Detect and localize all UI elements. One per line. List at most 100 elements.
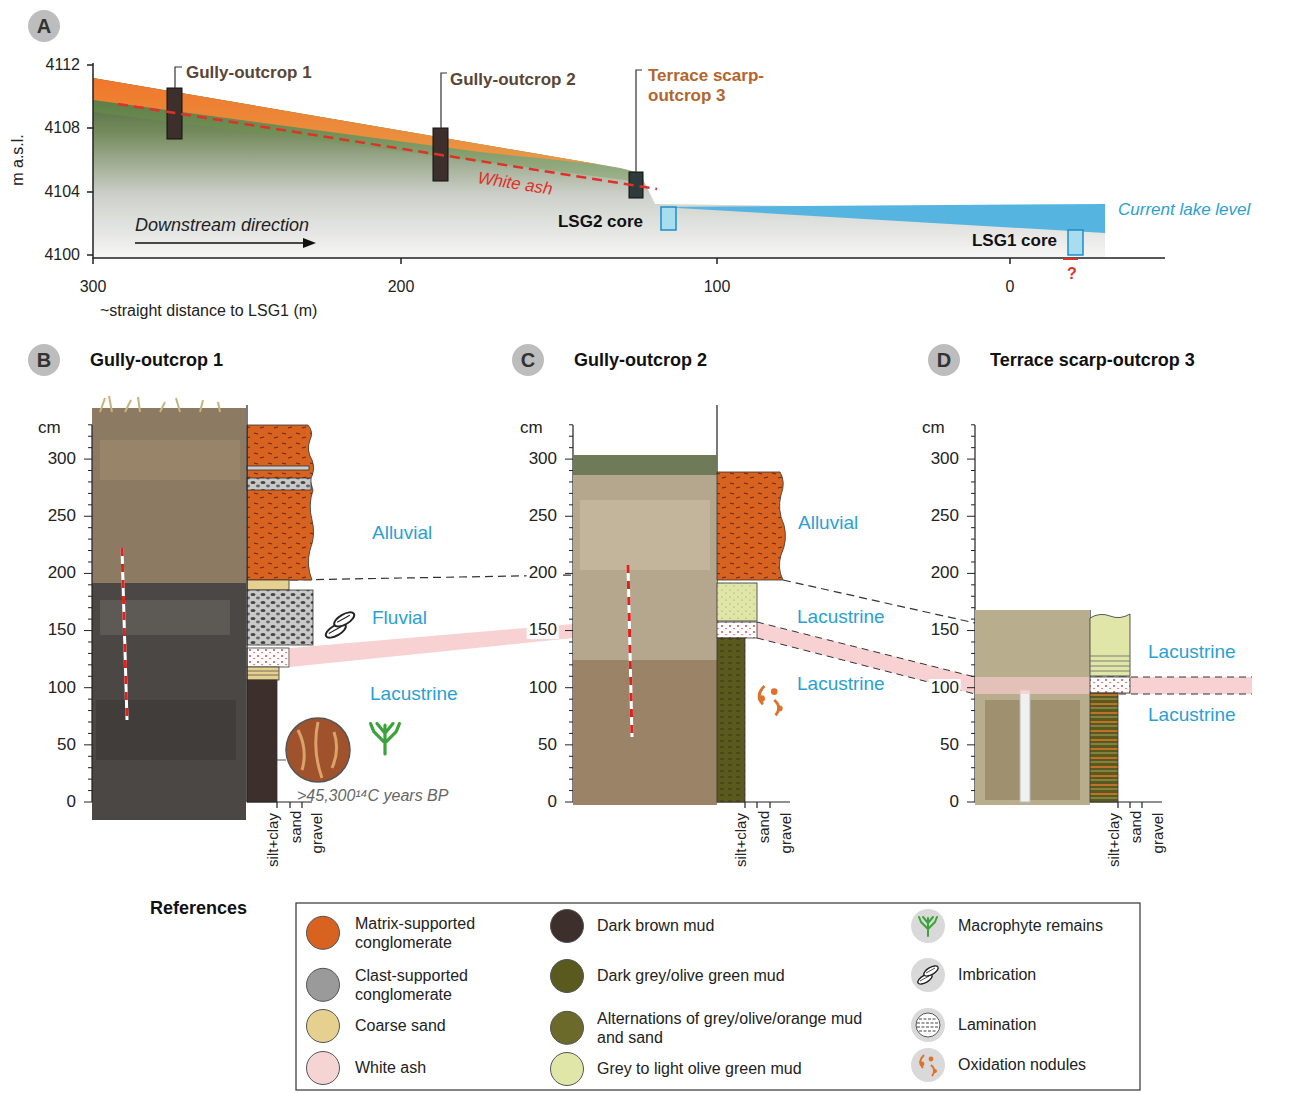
sediment-log (247, 671, 279, 675)
scale-ticks (565, 687, 573, 688)
panel-title: Gully-outcrop 1 (90, 350, 223, 371)
axis-label: 300 (80, 278, 107, 296)
scale-ticks (967, 573, 975, 574)
scale-ticks (971, 436, 975, 437)
legend-heading: References (150, 898, 247, 919)
scale-ticks (84, 516, 92, 517)
facies-label: Lacustrine (797, 606, 885, 628)
sediment-log (247, 590, 313, 645)
outcrop-photo (573, 455, 717, 805)
outcrop-photo (1020, 690, 1030, 802)
unit-label: cm (38, 418, 61, 438)
panel-title: Gully-outcrop 2 (574, 350, 707, 371)
log-axes (92, 405, 312, 808)
tick-label: 150 (527, 621, 559, 639)
axis-label: 4100 (44, 246, 80, 264)
imbrication-symbol (324, 609, 357, 640)
legend-swatch (306, 968, 340, 1002)
tick-label: 200 (929, 564, 961, 582)
legend-text: Dark brown mud (597, 916, 714, 935)
tick-label: 250 (46, 507, 78, 525)
panel-badge: A (28, 10, 60, 42)
scale-ticks (88, 699, 92, 700)
white-ash-trace (118, 104, 657, 189)
scale-ticks (967, 459, 975, 460)
legend-swatch (550, 959, 584, 993)
legend-symbols (916, 964, 939, 986)
scale-ticks (569, 721, 573, 722)
tick-label: 150 (46, 621, 78, 639)
outcrop-callout: Terrace scarp- outcrop 3 (648, 66, 798, 106)
sample-inset (286, 718, 350, 782)
core-label: LSG1 core (972, 231, 1057, 251)
tick-label: 100 (46, 679, 78, 697)
scale-ticks (971, 721, 975, 722)
log-axes (975, 425, 1162, 808)
outcrop-photo (92, 408, 246, 583)
scale-ticks (88, 596, 92, 597)
scale-ticks (88, 539, 92, 540)
scale-ticks (971, 641, 975, 642)
ash-correlation-band (975, 677, 1090, 694)
scale-ticks (88, 550, 92, 551)
scale-ticks (569, 596, 573, 597)
scale-ticks (88, 447, 92, 448)
scale-ticks (971, 493, 975, 494)
scale-ticks (565, 744, 573, 745)
legend-swatch (306, 1009, 340, 1043)
scale-ticks (967, 687, 975, 688)
scale-ticks (84, 744, 92, 745)
grain-size-label: silt+clay (1105, 813, 1122, 867)
core-markers (1068, 230, 1083, 255)
legend-entry: Macrophyte remains (911, 909, 1103, 943)
symbol-slot (911, 909, 945, 943)
sediment-log (1090, 614, 1130, 802)
sediment-log (717, 638, 745, 802)
core-label: LSG2 core (558, 212, 643, 232)
legend-text: Grey to light olive green mud (597, 1059, 802, 1078)
axis-label: 0 (1006, 278, 1015, 296)
downstream-arrow (135, 242, 305, 244)
legend-text: Clast-supported conglomerate (355, 966, 525, 1004)
scale-ticks (569, 527, 573, 528)
facies-label: Alluvial (798, 512, 858, 534)
tick-label: 250 (527, 507, 559, 525)
terrain-profile (93, 78, 640, 182)
outcrop-photo (628, 565, 632, 737)
terrain-profile (93, 78, 1105, 258)
scale-ticks (971, 767, 975, 768)
outcrop-photo (975, 610, 1090, 805)
scale-ticks (88, 641, 92, 642)
tick-label: 300 (527, 450, 559, 468)
scale-ticks (88, 653, 92, 654)
scale-ticks (971, 756, 975, 757)
scale-ticks (569, 607, 573, 608)
legend-swatch (306, 916, 340, 950)
outcrop-photo (122, 548, 127, 720)
legend-frame (296, 903, 1140, 1090)
sediment-log (717, 472, 785, 580)
scale-ticks (971, 790, 975, 791)
grain-size-label: gravel (777, 813, 794, 854)
legend-text: Oxidation nodules (958, 1055, 1086, 1074)
flow-label: Downstream direction (135, 215, 309, 236)
scale-ticks (88, 790, 92, 791)
panel-letter: A (28, 10, 60, 42)
sediment-log (247, 648, 289, 667)
legend-symbols (911, 958, 945, 992)
legend-symbols (911, 909, 945, 943)
scale-ticks (569, 436, 573, 437)
scale-ticks (84, 802, 92, 803)
scale-ticks (971, 481, 975, 482)
scale-ticks (971, 619, 975, 620)
outcrop-photo (573, 660, 717, 805)
sediment-log (717, 622, 757, 638)
scale-ticks (971, 424, 975, 425)
facies-label: Alluvial (372, 522, 432, 544)
grain-size-label: sand (1127, 811, 1144, 844)
axis-label: 4104 (44, 183, 80, 201)
scale-ticks (565, 802, 573, 803)
scale-ticks (569, 539, 573, 540)
log-axes (92, 405, 1162, 808)
outcrop-photo (628, 565, 632, 737)
